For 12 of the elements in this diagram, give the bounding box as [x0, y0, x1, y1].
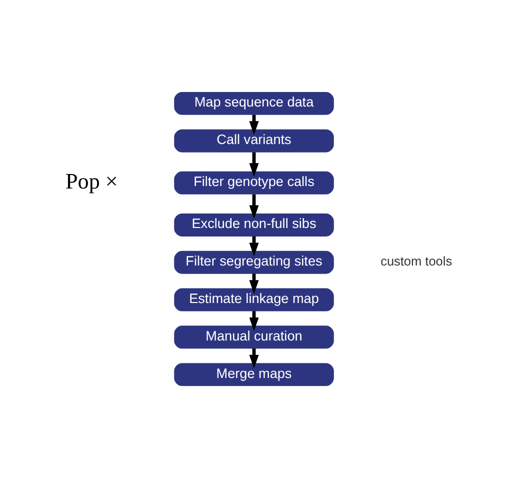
node-label: custom tools	[380, 252, 452, 268]
node-box: Merge maps	[174, 362, 334, 386]
node-box: Filter genotype calls	[174, 170, 334, 194]
node-box: Call variants	[174, 128, 334, 152]
node-box: Exclude non-full sibs	[174, 213, 334, 236]
node-box: Filter segregating sites	[174, 250, 334, 274]
arrow	[249, 152, 259, 176]
label: Pop ×	[66, 168, 118, 193]
node-box: Estimate linkage map	[174, 288, 334, 311]
node-box: Map sequence data	[174, 91, 334, 114]
arrow	[249, 194, 259, 218]
node-box: Manual curation	[174, 325, 334, 348]
